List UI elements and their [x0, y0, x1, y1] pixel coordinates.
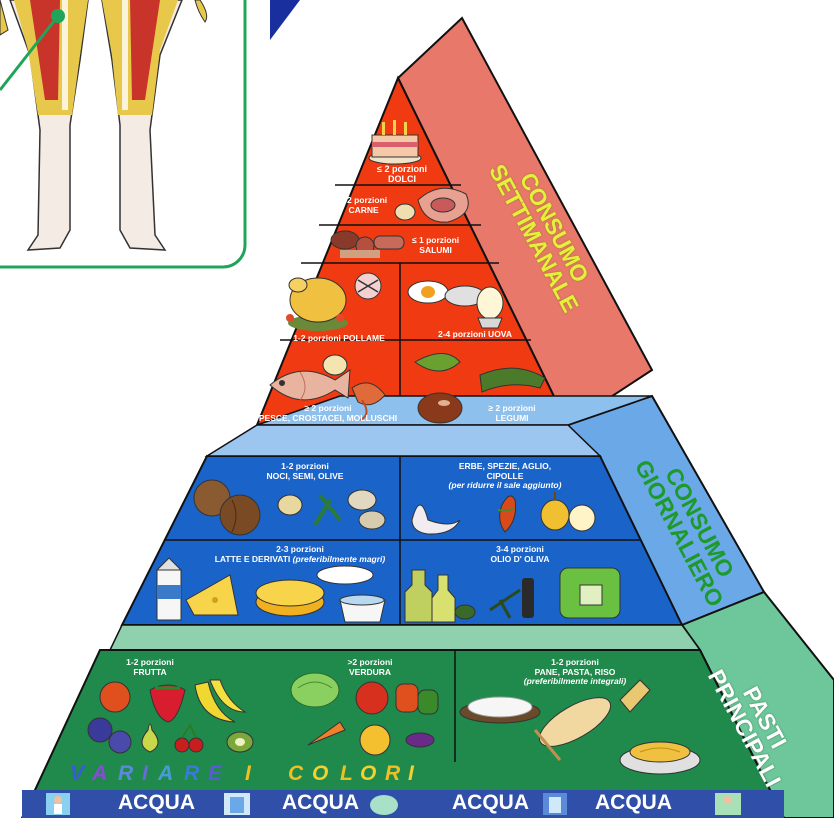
- pollame-text: 1-2 porzioni POLLAME: [280, 334, 398, 344]
- lettuce-icon: [291, 673, 339, 707]
- dolci-label: ≤ 2 porzioni DOLCI: [377, 164, 427, 184]
- anatomy-inset: [0, 0, 300, 267]
- latte-name: LATTE E DERIVATI: [215, 554, 291, 564]
- chicken-icon: [286, 278, 348, 331]
- pesce-label: ≥ 2 porzioni PESCE, CROSTACEI, MOLLUSCHI: [258, 404, 398, 423]
- acqua-label: ACQUA: [595, 791, 672, 815]
- pane-note: (preferibilmente integrali): [500, 677, 650, 687]
- carne-name: CARNE: [340, 206, 387, 216]
- pointer-dot: [51, 9, 65, 23]
- uova-label: 2-4 porzioni UOVA: [420, 330, 530, 340]
- erbe-label: ERBE, SPEZIE, AGLIO, CIPOLLE (per ridurr…: [420, 462, 590, 491]
- slogan-letter: R: [118, 762, 133, 786]
- slogan-letter: A: [158, 762, 173, 786]
- dolci-name: DOLCI: [377, 174, 427, 184]
- legumi-name: LEGUMI: [472, 414, 552, 424]
- pesce-name: PESCE, CROSTACEI, MOLLUSCHI: [258, 414, 398, 424]
- acqua-label: ACQUA: [452, 791, 529, 815]
- slogan-letter: A: [92, 762, 107, 786]
- acqua-label: ACQUA: [118, 791, 195, 815]
- latte-name-line: LATTE E DERIVATI (preferibilmente magri): [205, 555, 395, 565]
- frutta-label: 1-2 porzioni FRUTTA: [110, 658, 190, 677]
- slogan-letter: C: [288, 762, 303, 786]
- noci-name: NOCI, SEMI, OLIVE: [250, 472, 360, 482]
- frutta-name: FRUTTA: [110, 668, 190, 678]
- variare-i-colori-slogan: V A R I A R E I C O L O R I: [60, 762, 440, 790]
- slogan-letter: R: [184, 762, 199, 786]
- chicken-cartoon-icon: [355, 273, 381, 299]
- dolci-portion: ≤ 2 porzioni: [377, 164, 427, 174]
- latte-note: (preferibilmente magri): [293, 554, 386, 564]
- erbe-note: (per ridurre il sale aggiunto): [420, 481, 590, 491]
- olio-label: 3-4 porzioni OLIO D' OLIVA: [470, 545, 570, 564]
- slogan-letter: L: [340, 762, 353, 786]
- acqua-label: ACQUA: [282, 791, 359, 815]
- slogan-letter: O: [312, 762, 328, 786]
- slogan-letter: E: [208, 762, 222, 786]
- kiwi-icon: [227, 732, 253, 752]
- slogan-letter: I: [408, 762, 414, 786]
- meals-top-face: [110, 625, 700, 650]
- slogan-letter: I: [245, 762, 251, 786]
- noci-label: 1-2 porzioni NOCI, SEMI, OLIVE: [250, 462, 360, 481]
- verdura-name: VERDURA: [330, 668, 410, 678]
- slogan-letter: R: [385, 762, 400, 786]
- anatomy-blue-corner: [270, 0, 300, 40]
- olio-name: OLIO D' OLIVA: [470, 555, 570, 565]
- legumi-label: ≥ 2 porzioni LEGUMI: [472, 404, 552, 423]
- pollame-label: 1-2 porzioni POLLAME: [280, 334, 398, 344]
- slogan-letter: I: [142, 762, 148, 786]
- milk-icon: [157, 558, 181, 620]
- water-strip: ACQUA ACQUA ACQUA ACQUA: [30, 791, 790, 818]
- slogan-letter: O: [360, 762, 376, 786]
- slogan-letter: V: [70, 762, 84, 786]
- latte-label: 2-3 porzioni LATTE E DERIVATI (preferibi…: [205, 545, 395, 564]
- carne-label: ≤ 2 porzioni CARNE: [340, 196, 387, 215]
- uova-text: 2-4 porzioni UOVA: [420, 330, 530, 340]
- squash-icon: [360, 725, 390, 755]
- eggplant-icon: [406, 733, 434, 747]
- salumi-label: ≤ 1 porzioni SALUMI: [412, 236, 459, 255]
- salumi-name: SALUMI: [412, 246, 459, 256]
- pane-label: 1-2 porzioni PANE, PASTA, RISO (preferib…: [500, 658, 650, 687]
- verdura-label: >2 porzioni VERDURA: [330, 658, 410, 677]
